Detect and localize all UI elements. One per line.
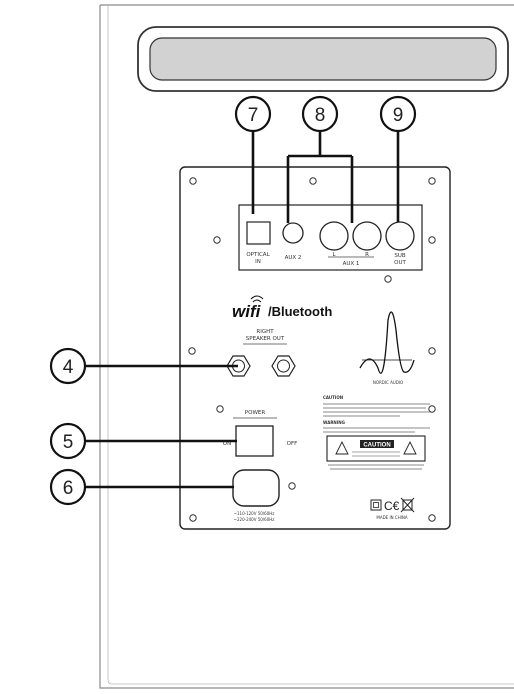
caution-box-label: CAUTION xyxy=(363,443,390,449)
optical-label: OPTICAL xyxy=(246,252,270,258)
screw-hole xyxy=(428,514,436,522)
aux2-label: AUX 2 xyxy=(285,255,302,261)
exclamation-warning-icon xyxy=(403,440,417,455)
callout-lines xyxy=(86,129,400,489)
speaker-cabinet xyxy=(99,4,514,689)
screw-hole xyxy=(213,236,221,244)
caution-block: CAUTION WARNING CAUTION xyxy=(323,395,430,470)
wifi-signal-icon xyxy=(250,295,264,303)
compliance-marks: C€ MADE IN CHINA xyxy=(370,497,415,520)
svg-text:6: 6 xyxy=(63,478,74,499)
mains-voltage-line-2: ~220-240V 50/60Hz xyxy=(234,517,275,522)
power-off-label: OFF xyxy=(287,441,298,447)
optical-port xyxy=(246,221,271,245)
screw-hole xyxy=(189,177,197,185)
sub-out-label: OUT xyxy=(394,260,406,266)
screw-hole xyxy=(384,275,392,283)
speaker-out-right-label: RIGHT xyxy=(256,329,274,335)
mains-voltage-line-1: ~110-120V 50/60Hz xyxy=(234,511,275,516)
optical-in-label: IN xyxy=(255,259,261,265)
screw-hole xyxy=(428,177,436,185)
screw-hole xyxy=(428,236,436,244)
svg-text:7: 7 xyxy=(248,105,259,126)
power-label: POWER xyxy=(245,410,266,416)
caution-heading: CAUTION xyxy=(323,395,343,400)
double-insulation-icon xyxy=(370,499,382,511)
warning-heading: WARNING xyxy=(323,420,345,425)
aux1-right-jack xyxy=(352,221,382,251)
power-on-label: ON xyxy=(223,441,231,447)
screw-hole xyxy=(309,177,317,185)
bluetooth-wordmark: /Bluetooth xyxy=(268,304,332,319)
weee-bin-icon xyxy=(400,497,415,513)
svg-text:4: 4 xyxy=(63,357,74,378)
back-plate xyxy=(179,166,451,530)
nordic-audio-logo-text: NORDIC AUDIO xyxy=(373,380,403,385)
speaker-out-label: SPEAKER OUT xyxy=(246,336,285,342)
carry-handle xyxy=(137,26,509,92)
aux1-left-jack xyxy=(319,221,349,251)
svg-text:5: 5 xyxy=(63,432,74,453)
screw-hole xyxy=(189,514,197,522)
callout-5: 5 xyxy=(49,422,87,460)
lightning-warning-icon xyxy=(335,440,349,455)
screw-hole xyxy=(428,347,436,355)
aux1-r-label: R xyxy=(365,252,369,258)
callout-4: 4 xyxy=(49,347,87,385)
sub-out-jack xyxy=(385,221,415,251)
nordic-audio-logo: NORDIC AUDIO xyxy=(359,311,415,385)
callout-7: 7 xyxy=(234,95,272,133)
input-section: OPTICAL IN AUX 2 L R AUX 1 SUB OUT xyxy=(238,204,423,271)
brand-mark: wifi /Bluetooth xyxy=(232,295,332,321)
aux1-label: AUX 1 xyxy=(343,261,360,267)
aux2-jack xyxy=(282,222,304,244)
screw-hole xyxy=(428,405,436,413)
aux1-l-label: L xyxy=(332,252,336,258)
sub-label: SUB xyxy=(394,253,406,259)
caution-label-box xyxy=(326,435,426,462)
svg-text:8: 8 xyxy=(315,105,326,126)
wifi-wordmark: wifi xyxy=(232,302,262,321)
screw-hole xyxy=(188,347,196,355)
callout-9: 9 xyxy=(379,95,417,133)
ce-mark-icon: C€ xyxy=(384,499,400,513)
callout-8: 8 xyxy=(301,95,339,133)
callout-6: 6 xyxy=(49,468,87,506)
footer-code: MADE IN CHINA xyxy=(376,515,407,520)
speaker-terminal-right xyxy=(271,355,296,377)
svg-text:9: 9 xyxy=(393,105,404,126)
screw-hole xyxy=(216,405,224,413)
screw-hole xyxy=(288,482,296,490)
